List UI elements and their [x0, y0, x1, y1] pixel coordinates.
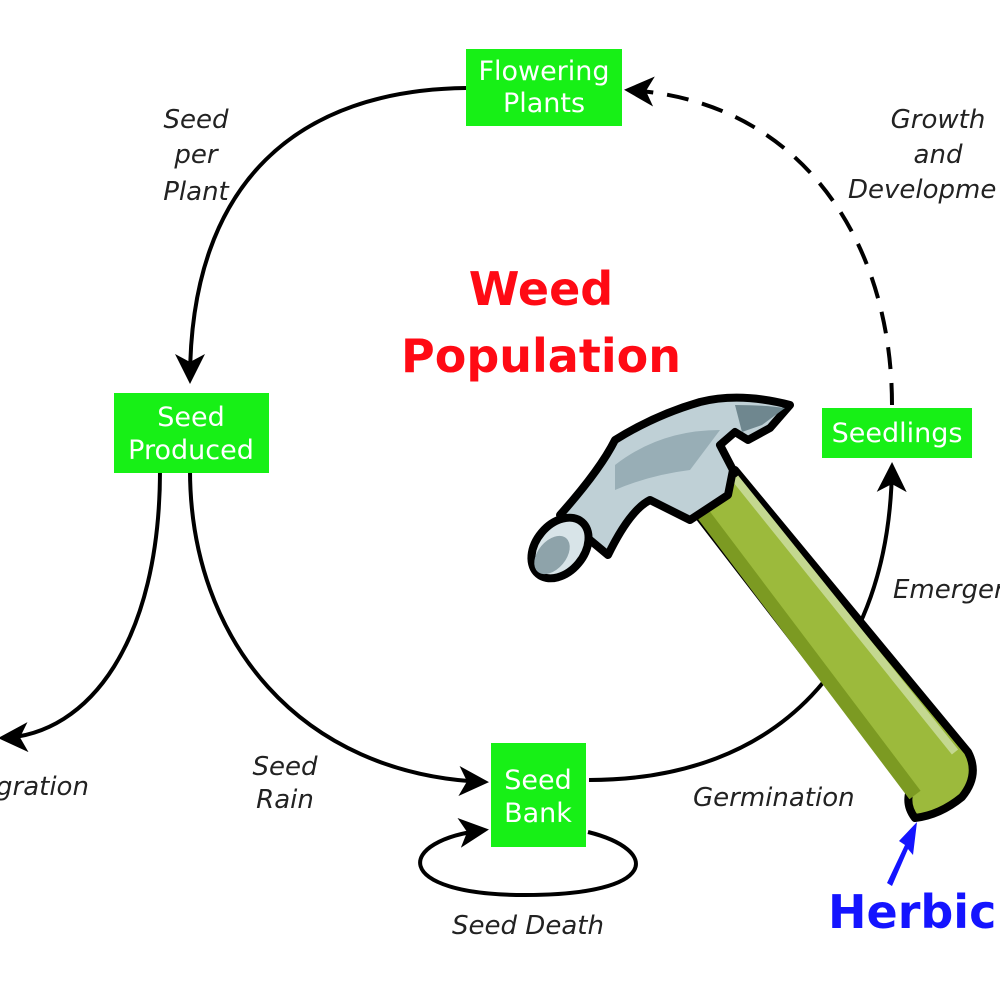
seed-bank-line1: Seed	[504, 765, 572, 796]
label-seed-death: Seed Death	[452, 911, 604, 941]
seed-produced-line2: Produced	[128, 435, 254, 466]
label-growth-and-development: Growth and Developme	[848, 105, 996, 205]
flowering-plants-line2: Plants	[503, 88, 585, 119]
arc-emigration	[0, 469, 162, 753]
herbicide-pointer: Herbici	[828, 822, 1000, 939]
seed-per-plant-line2: per	[173, 140, 220, 170]
stage-seedlings: Seedlings	[822, 408, 972, 458]
stage-seed-produced: Seed Produced	[114, 393, 269, 473]
arc-seed-death-loop	[418, 817, 638, 898]
title-line1: Weed	[469, 262, 613, 316]
herbicide-arrow-icon	[887, 822, 917, 886]
seedlings-label: Seedlings	[832, 418, 963, 449]
hammer-head	[527, 393, 794, 583]
seed-rain-line2: Rain	[256, 785, 314, 815]
arc-seed-produced-to-seed-bank	[188, 469, 489, 796]
growth-line2: and	[914, 140, 963, 170]
label-emigration: gration	[0, 772, 89, 802]
title-line2: Population	[401, 329, 681, 383]
arc-flowering-to-seed-produced	[175, 86, 467, 384]
herbicide-label: Herbici	[828, 885, 1000, 939]
arc-seedlings-to-flowering-dashed	[624, 76, 894, 406]
label-seed-per-plant: Seed per Plant	[163, 105, 229, 207]
growth-line1: Growth	[891, 105, 986, 135]
stage-seed-bank: Seed Bank	[491, 743, 586, 847]
arc-seed-bank-to-seedlings	[588, 462, 907, 782]
seed-per-plant-line3: Plant	[163, 177, 229, 207]
flowering-plants-line1: Flowering	[478, 56, 609, 87]
hammer-handle	[686, 466, 977, 822]
label-seed-rain: Seed Rain	[253, 752, 318, 815]
seed-produced-line1: Seed	[157, 402, 225, 433]
seed-bank-line2: Bank	[504, 798, 572, 829]
stage-flowering-plants: Flowering Plants	[466, 49, 622, 126]
label-germination: Germination	[693, 783, 855, 813]
label-emergence: Emerger	[893, 575, 1000, 605]
growth-line3: Developme	[848, 175, 996, 205]
seed-rain-line1: Seed	[253, 752, 318, 782]
seed-per-plant-line1: Seed	[164, 105, 229, 135]
hammer-icon	[527, 393, 977, 822]
